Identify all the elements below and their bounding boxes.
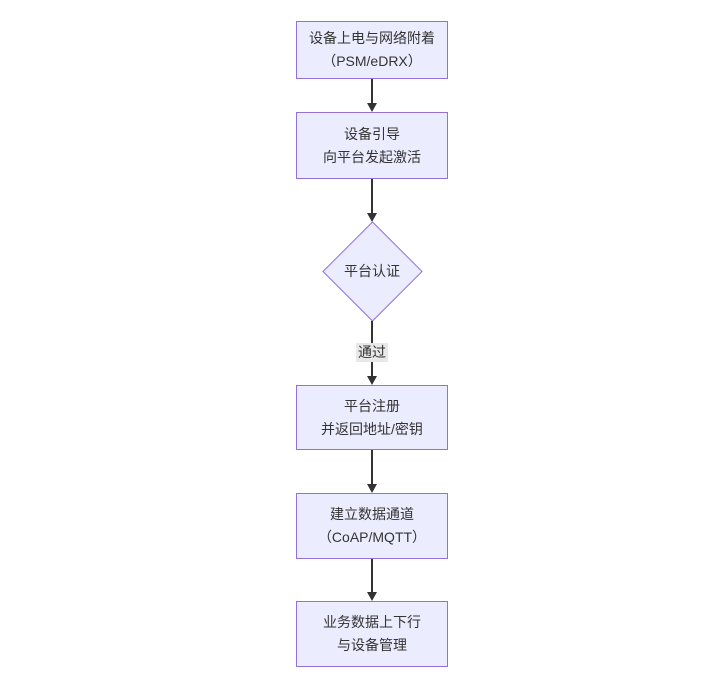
- node-business-data: 业务数据上下行 与设备管理: [296, 601, 448, 667]
- node-bootstrap-line2: 向平台发起激活: [323, 148, 421, 165]
- node-business-data-line1: 业务数据上下行: [323, 614, 421, 630]
- arrowhead-down-icon: [367, 376, 377, 385]
- edge-line-2: [371, 179, 373, 214]
- node-power-attach-line2: （PSM/eDRX）: [322, 53, 422, 69]
- node-platform-auth-label: 平台认证: [344, 263, 400, 279]
- edge-line-5: [371, 559, 373, 593]
- node-power-attach: 设备上电与网络附着 （PSM/eDRX）: [296, 21, 448, 79]
- node-data-channel: 建立数据通道 （CoAP/MQTT）: [296, 493, 448, 559]
- node-register-line2: 并返回地址/密钥: [321, 420, 423, 437]
- node-data-channel-line2: （CoAP/MQTT）: [317, 529, 427, 545]
- node-register-line1: 平台注册: [344, 397, 400, 414]
- node-business-data-line2: 与设备管理: [337, 637, 407, 653]
- node-power-attach-line1: 设备上电与网络附着: [309, 30, 435, 46]
- node-platform-auth: 平台认证: [321, 220, 423, 322]
- node-register: 平台注册 并返回地址/密钥: [296, 385, 448, 450]
- node-data-channel-line1: 建立数据通道: [330, 506, 414, 522]
- edge-label-pass: 通过: [356, 343, 388, 362]
- node-bootstrap: 设备引导 向平台发起激活: [296, 112, 448, 179]
- edge-line-4: [371, 450, 373, 485]
- arrowhead-down-icon: [367, 213, 377, 222]
- arrowhead-down-icon: [367, 592, 377, 601]
- node-bootstrap-line1: 设备引导: [344, 125, 400, 142]
- edge-line-1: [371, 79, 373, 104]
- arrowhead-down-icon: [367, 103, 377, 112]
- arrowhead-down-icon: [367, 484, 377, 493]
